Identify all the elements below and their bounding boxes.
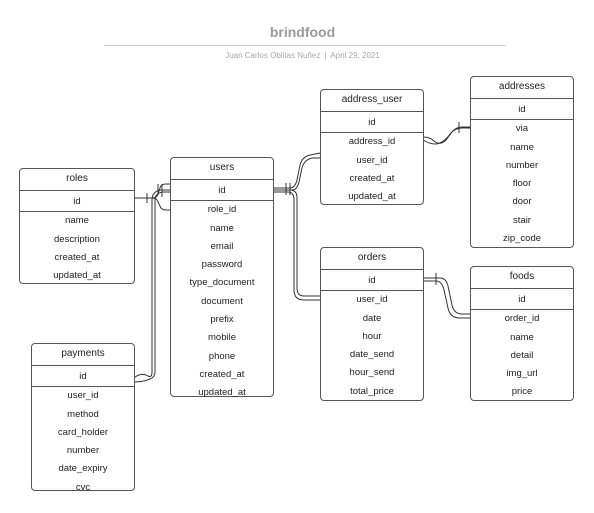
entity-header: roles	[20, 169, 134, 191]
entity-field: updated_at	[198, 387, 246, 399]
relation-roles-users	[135, 183, 170, 211]
entity-field: name	[65, 215, 89, 227]
entity-field: detail	[510, 349, 534, 361]
entity-field: order_id	[504, 313, 540, 325]
entity-field: date_expiry	[58, 463, 108, 475]
primary-key-field: id	[471, 101, 573, 121]
subtitle-separator: |	[324, 51, 327, 60]
entity-header: addresses	[471, 77, 573, 99]
relation-users-address-user	[273, 152, 321, 195]
entity-field: zip_code	[502, 233, 542, 245]
entity-field: role_id	[207, 204, 237, 216]
entity-header: foods	[471, 267, 573, 289]
entity-field: document	[201, 295, 243, 307]
entity-field: number	[505, 159, 539, 171]
entity-field: cvc	[75, 481, 91, 493]
relation-orders-foods	[423, 273, 470, 319]
entity-field: door	[512, 196, 532, 208]
relation-payments-users	[133, 184, 170, 383]
primary-key-field: id	[171, 182, 273, 202]
entity-field: updated_at	[348, 191, 396, 203]
entity-field: img_url	[506, 368, 538, 380]
diagram-title: brindfood	[269, 24, 336, 40]
entity-header: address_user	[321, 90, 423, 112]
entity-field: hour	[362, 330, 382, 342]
primary-key-field: id	[32, 368, 134, 388]
primary-key-field: id	[471, 291, 573, 311]
entity-field: hour_send	[349, 367, 395, 379]
entity-field: phone	[208, 350, 236, 362]
entity-field: prefix	[210, 314, 234, 326]
entity-field: email	[210, 240, 234, 252]
entity-field: created_at	[199, 368, 245, 380]
entity-field: created_at	[349, 172, 395, 184]
entity-header: payments	[32, 344, 134, 366]
entity-field: name	[510, 141, 534, 153]
entity-field: date_send	[349, 349, 395, 361]
entity-field: password	[201, 259, 243, 271]
entity-field: updated_at	[53, 270, 101, 282]
primary-key-field: id	[20, 193, 134, 213]
entity-field: date	[362, 312, 382, 324]
entity-field: user_id	[356, 154, 388, 166]
entity-field: type_document	[189, 277, 255, 289]
entity-field: stair	[513, 214, 531, 226]
entity-field: description	[54, 233, 100, 245]
author-name: Juan Carlos Oblitas Nuñez	[225, 51, 321, 60]
entity-field: name	[510, 331, 534, 343]
entity-field: created_at	[54, 251, 100, 263]
entity-field: user_id	[67, 390, 99, 402]
entity-field: card_holder	[57, 426, 109, 438]
diagram-date: April 29, 2021	[330, 51, 380, 60]
entity-field: address_id	[348, 136, 396, 148]
entity-field: mobile	[208, 332, 236, 344]
entity-field: number	[66, 445, 100, 457]
entity-header: orders	[321, 248, 423, 270]
entity-field: method	[67, 408, 99, 420]
primary-key-field: id	[321, 114, 423, 134]
primary-key-field: id	[321, 272, 423, 292]
diagram-subtitle: Juan Carlos Oblitas Nuñez|April 29, 2021	[0, 51, 594, 60]
entity-field: price	[511, 386, 533, 398]
entity-field: floor	[512, 178, 532, 190]
entity-field: via	[515, 123, 529, 135]
entity-field: total_price	[350, 385, 394, 397]
title-divider	[104, 45, 506, 46]
entity-field: name	[210, 222, 234, 234]
entity-header: users	[171, 158, 273, 180]
relation-address-user-addresses	[422, 122, 470, 145]
relation-users-orders	[273, 189, 320, 301]
entity-field: user_id	[356, 294, 388, 306]
